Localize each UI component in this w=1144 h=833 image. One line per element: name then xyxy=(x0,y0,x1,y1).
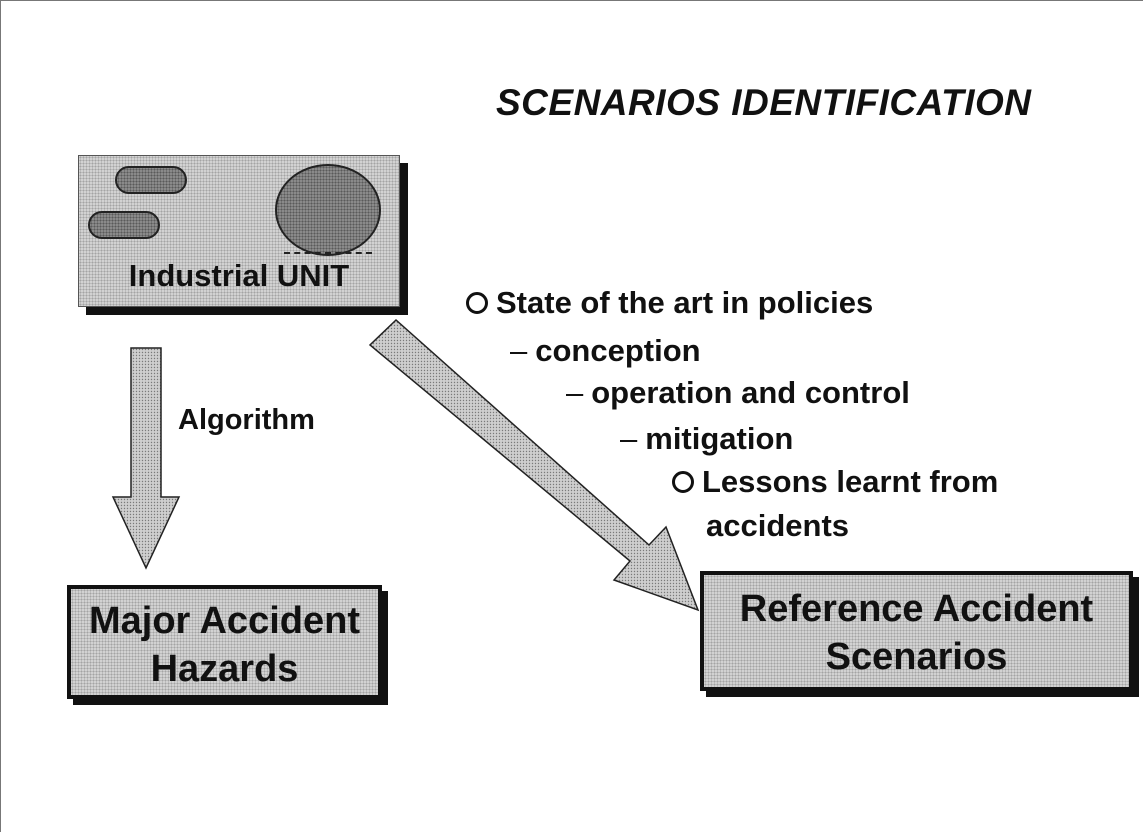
criterion-item: State of the art in policies xyxy=(466,285,873,321)
reference-scenarios-line2: Scenarios xyxy=(825,636,1008,678)
pipe-shape-icon xyxy=(115,166,187,194)
circle-bullet-icon xyxy=(672,471,694,493)
down-arrow-icon xyxy=(111,347,181,570)
dash-marker-icon: – xyxy=(620,421,638,456)
slide-title: SCENARIOS IDENTIFICATION xyxy=(496,82,1032,123)
criterion-item: –operation and control xyxy=(566,375,910,410)
algorithm-label: Algorithm xyxy=(178,404,315,436)
major-hazards-line1: Major Accident xyxy=(89,600,360,642)
industrial-unit: Industrial UNIT xyxy=(78,155,400,307)
criterion-item: –mitigation xyxy=(620,421,794,456)
pipe-shape-icon xyxy=(88,211,160,239)
reference-scenarios-line1: Reference Accident xyxy=(739,588,1094,630)
reference-scenarios-box: Reference Accident Scenarios xyxy=(700,571,1133,691)
major-hazards-box: Major Accident Hazards xyxy=(67,585,382,699)
tank-base-line xyxy=(284,252,372,257)
criterion-item: accidents xyxy=(706,508,850,543)
criterion-item: Lessons learnt from xyxy=(672,464,998,500)
major-hazards-line2: Hazards xyxy=(150,648,299,690)
tank-shape-icon xyxy=(275,164,381,256)
criterion-item: –conception xyxy=(510,333,701,368)
circle-bullet-icon xyxy=(466,292,488,314)
industrial-unit-label: Industrial UNIT xyxy=(128,258,350,293)
diagonal-arrow-icon xyxy=(368,318,700,612)
dash-marker-icon: – xyxy=(566,375,584,410)
dash-marker-icon: – xyxy=(510,333,528,368)
